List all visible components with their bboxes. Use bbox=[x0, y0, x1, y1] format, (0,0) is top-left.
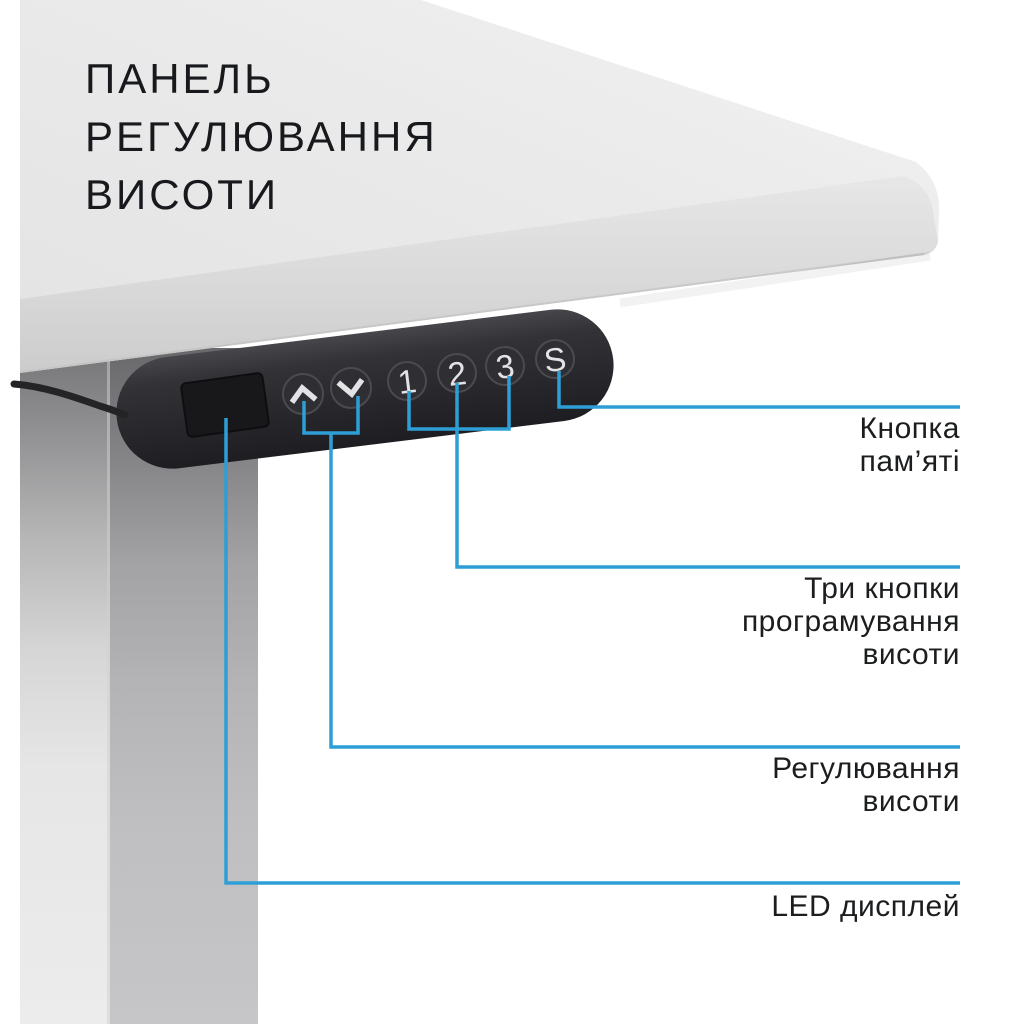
button-memory-glyph: S bbox=[542, 340, 568, 379]
desk-leg-edge-highlight bbox=[107, 348, 110, 1024]
label-height-adjustment: Регулювання висоти bbox=[772, 752, 960, 818]
label-line: LED дисплей bbox=[771, 890, 960, 923]
label-line: висоти bbox=[862, 785, 960, 818]
led-display bbox=[180, 372, 270, 438]
chevron-up-icon bbox=[289, 384, 318, 405]
label-line: Кнопка bbox=[859, 412, 960, 445]
page-title: ПАНЕЛЬ РЕГУЛЮВАННЯ ВИСОТИ bbox=[85, 50, 438, 224]
label-memory-button: Кнопка пам’яті bbox=[860, 412, 960, 478]
desk-top bbox=[19, 0, 940, 373]
label-line: програмування bbox=[741, 605, 960, 638]
button-down bbox=[330, 367, 372, 409]
label-line: пам’яті bbox=[859, 445, 960, 478]
desk-front-edge bbox=[20, 176, 938, 373]
panel-buttons: 1 2 3 S bbox=[282, 339, 575, 415]
label-line: Регулювання bbox=[772, 752, 960, 785]
label-line: Три кнопки bbox=[804, 572, 960, 605]
page-title-line: РЕГУЛЮВАННЯ bbox=[85, 113, 438, 160]
page-title-line: ВИСОТИ bbox=[85, 171, 280, 218]
button-up bbox=[282, 373, 324, 415]
power-cable bbox=[10, 380, 129, 419]
label-line: висоти bbox=[862, 638, 960, 671]
desk-leg-left-face bbox=[20, 348, 110, 1024]
label-preset-buttons: Три кнопки програмування висоти bbox=[742, 572, 960, 671]
page-title-line: ПАНЕЛЬ bbox=[85, 55, 275, 102]
desk-edge-bottom-line bbox=[19, 253, 925, 373]
chevron-down-icon bbox=[336, 377, 365, 398]
label-led-display: LED дисплей bbox=[771, 890, 960, 923]
desk-edge-shadow bbox=[619, 251, 931, 308]
